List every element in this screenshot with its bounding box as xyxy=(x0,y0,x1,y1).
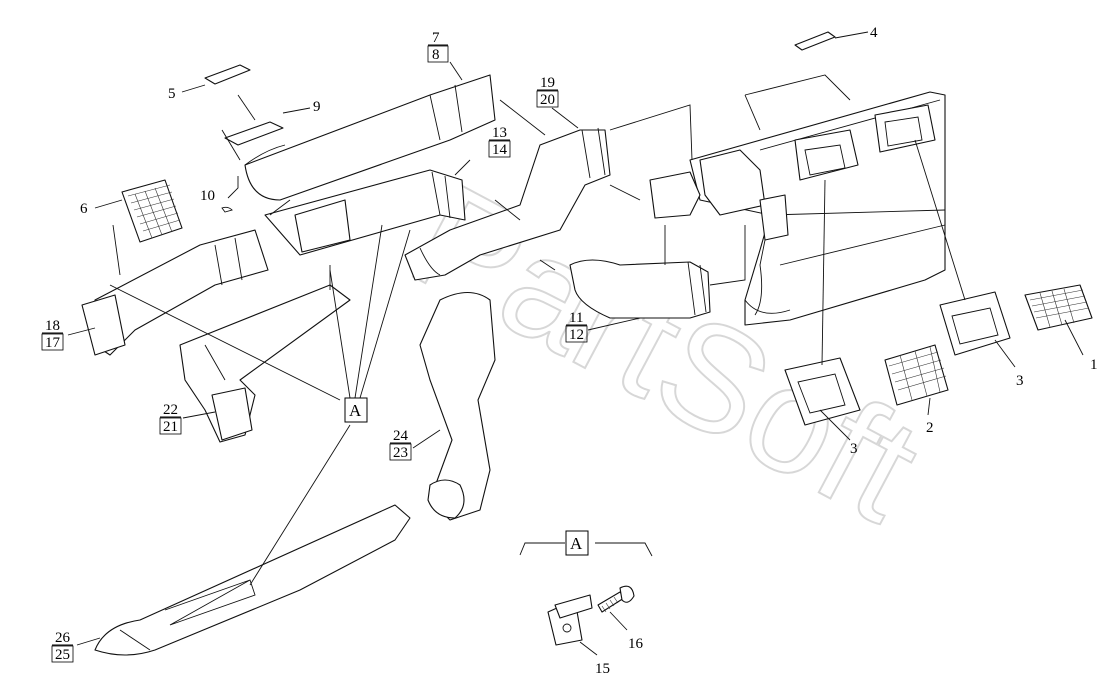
label-15: 15 xyxy=(595,661,610,677)
cap-9 xyxy=(224,121,284,146)
detail-a xyxy=(519,542,653,646)
label-6: 6 xyxy=(80,201,88,217)
cap-4 xyxy=(794,31,836,51)
label-11: 11 xyxy=(569,310,583,326)
duct-26-25 xyxy=(94,504,411,656)
label-18: 18 xyxy=(45,318,60,334)
duct-18-17 xyxy=(81,229,269,356)
duct-22-21 xyxy=(179,284,351,443)
cap-5 xyxy=(204,64,251,85)
label-7: 7 xyxy=(432,30,440,46)
dashboard-panel xyxy=(649,91,946,326)
label-3a: 3 xyxy=(1016,373,1024,389)
label-26: 26 xyxy=(55,630,71,646)
bezel-3-lower xyxy=(784,357,861,426)
callout-box-main: A xyxy=(344,397,368,423)
label-4: 4 xyxy=(870,25,878,41)
label-8: 8 xyxy=(432,47,440,63)
duct-24-23 xyxy=(419,291,496,521)
callout-box-detail: A xyxy=(565,530,589,556)
label-19: 19 xyxy=(540,75,555,91)
duct-13-14 xyxy=(264,169,466,256)
label-25: 25 xyxy=(55,647,70,663)
callout-main-label: A xyxy=(349,401,362,420)
vent-1 xyxy=(1024,284,1093,331)
label-12: 12 xyxy=(569,327,584,343)
label-20: 20 xyxy=(540,92,555,108)
label-2: 2 xyxy=(926,420,934,436)
assembly-lines xyxy=(112,74,966,366)
label-3b: 3 xyxy=(850,441,858,457)
part-labels: 1 2 3 3 4 5 6 9 10 7 8 13 14 19 20 11 12… xyxy=(41,25,1098,677)
label-9: 9 xyxy=(313,99,321,115)
label-17: 17 xyxy=(45,335,61,351)
callout-a-leaders xyxy=(109,224,411,586)
label-leaders xyxy=(67,31,1084,656)
bezel-3-upper xyxy=(939,291,1011,356)
label-14: 14 xyxy=(492,142,508,158)
duct-19-20 xyxy=(404,127,611,281)
label-23: 23 xyxy=(393,445,408,461)
callout-detail-label: A xyxy=(570,534,583,553)
duct-11-12 xyxy=(569,259,711,319)
label-5: 5 xyxy=(168,86,176,102)
label-22: 22 xyxy=(163,402,178,418)
label-16: 16 xyxy=(628,636,644,652)
label-24: 24 xyxy=(393,428,409,444)
clip-10 xyxy=(221,176,239,213)
label-1: 1 xyxy=(1090,357,1098,373)
label-13: 13 xyxy=(492,125,507,141)
label-10: 10 xyxy=(200,188,215,204)
duct-7-8 xyxy=(244,74,496,201)
side-vent-6 xyxy=(121,179,183,243)
vent-2 xyxy=(884,344,949,406)
label-21: 21 xyxy=(163,419,178,435)
